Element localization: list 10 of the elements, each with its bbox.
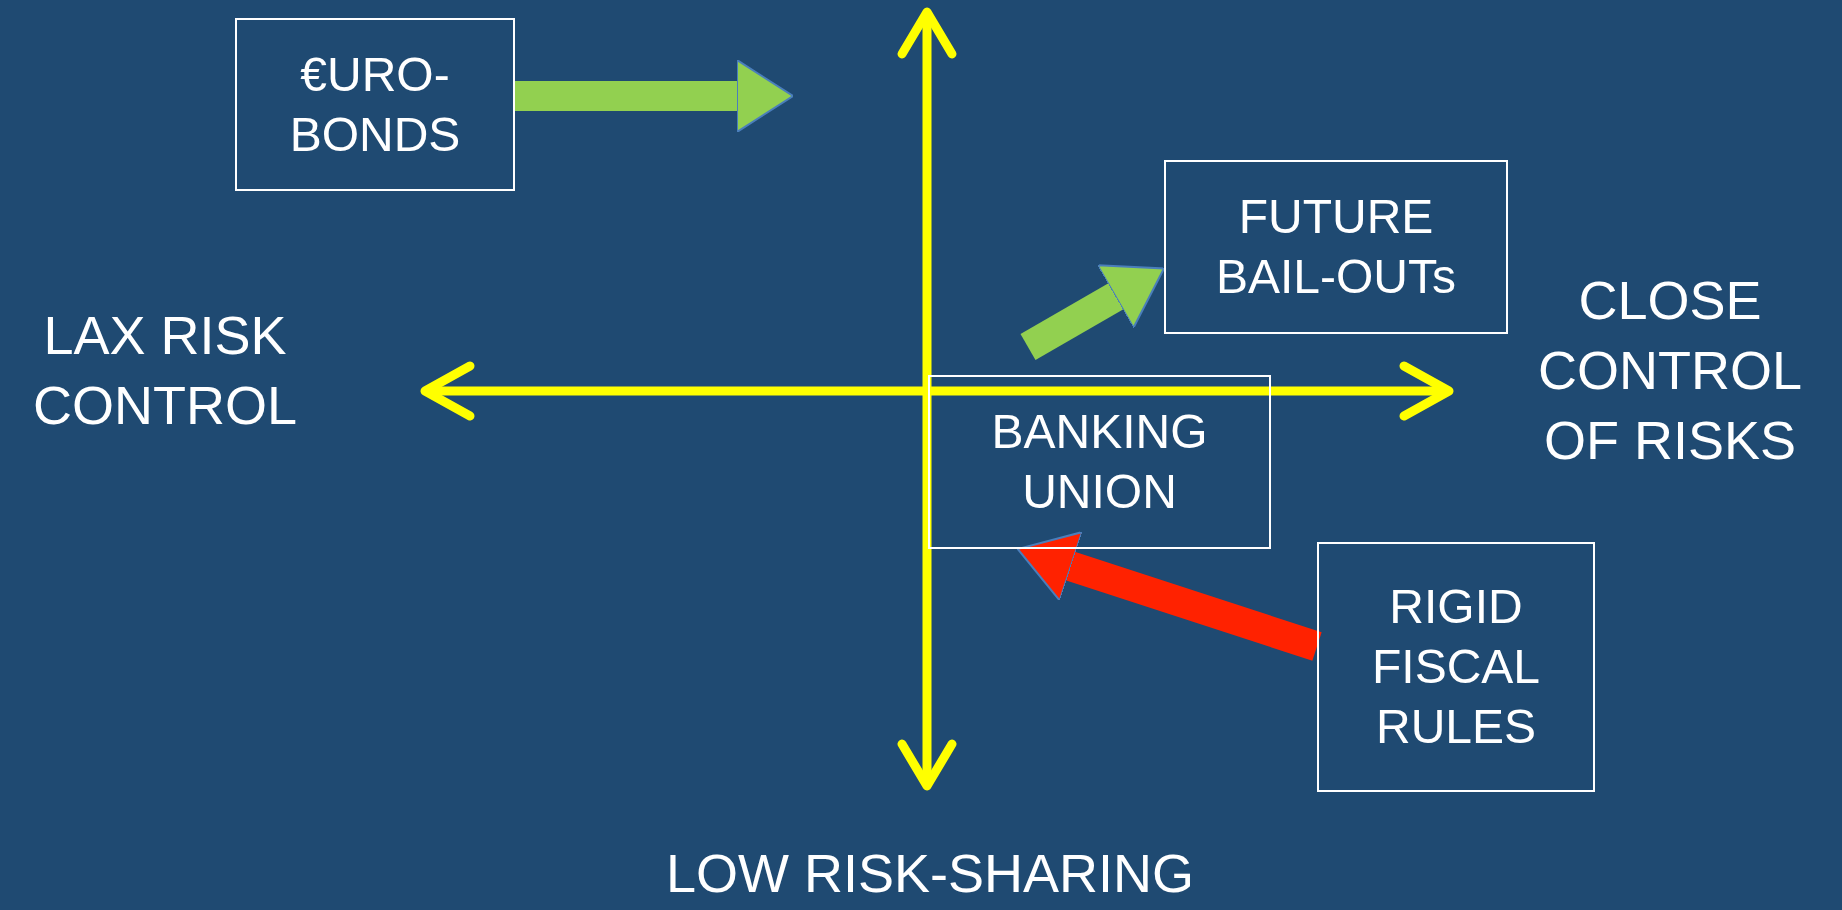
axis-label: CLOSE CONTROL OF RISKS — [1537, 269, 1803, 473]
axis-label: LOW RISK-SHARING — [664, 842, 1196, 905]
concept-box: FUTURE BAIL-OUTs — [1164, 160, 1508, 334]
block-arrow — [1020, 264, 1165, 360]
block-arrow — [515, 59, 794, 133]
concept-box: RIGID FISCAL RULES — [1317, 542, 1595, 792]
block-arrow — [1016, 531, 1322, 661]
concept-box: €URO-BONDS — [235, 18, 515, 191]
concept-box: BANKING UNION — [928, 375, 1271, 549]
axis-label: LAX RISK CONTROL — [32, 304, 298, 438]
